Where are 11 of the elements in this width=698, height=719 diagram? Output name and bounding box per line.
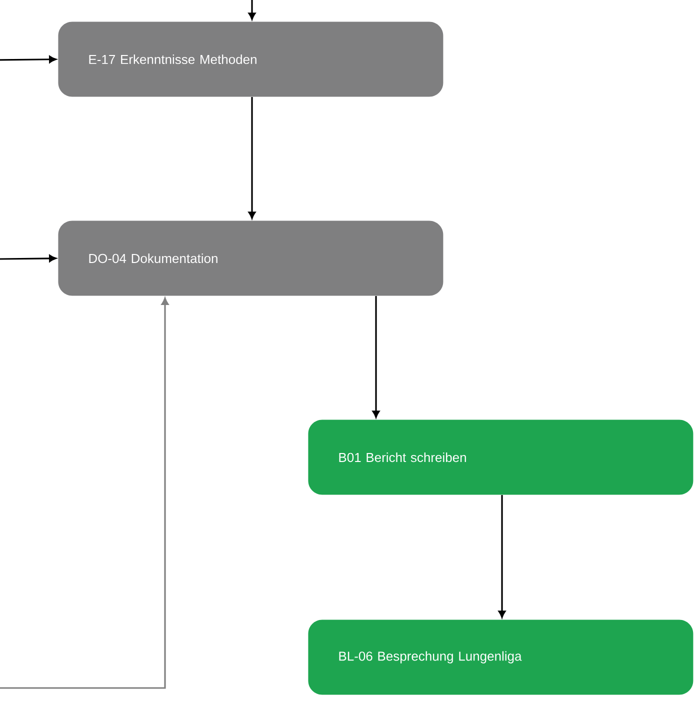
arrow bbox=[0, 254, 56, 262]
arrow bbox=[0, 56, 56, 64]
process-box: BL-06 Besprechung Lungenliga bbox=[308, 620, 694, 695]
arrow bbox=[498, 495, 506, 618]
arrow bbox=[248, 0, 256, 20]
arrow bbox=[372, 296, 380, 418]
arrow bbox=[0, 298, 169, 689]
process-box: DO-04 Dokumentation bbox=[58, 220, 444, 296]
process-box: B01 Bericht schreiben bbox=[308, 420, 694, 495]
arrow bbox=[248, 97, 256, 219]
process-box: E-17 Erkenntnisse Methoden bbox=[58, 22, 444, 97]
